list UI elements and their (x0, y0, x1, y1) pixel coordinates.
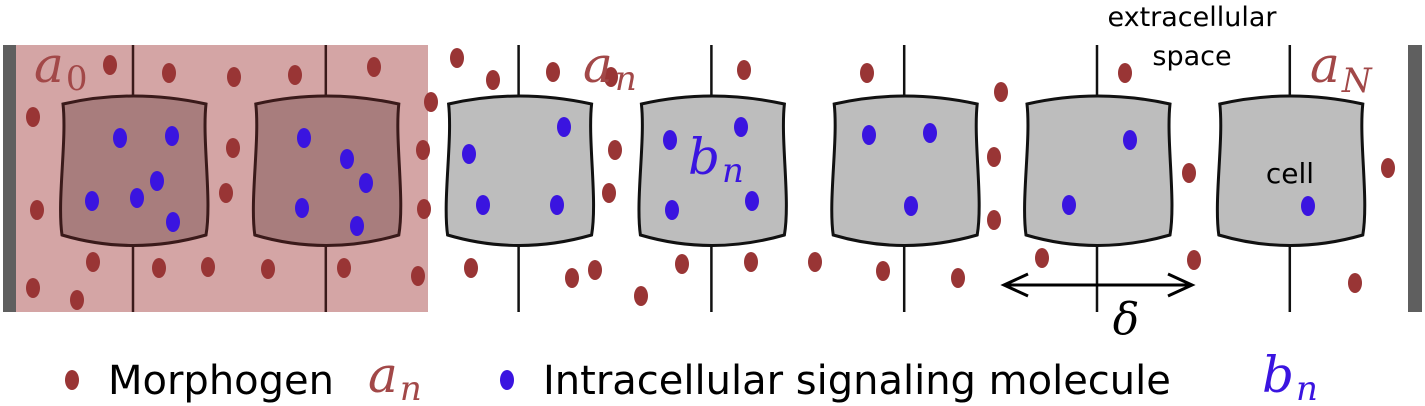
morphogen-molecule (565, 268, 579, 288)
signaling-molecule (350, 216, 364, 236)
cell-body (1023, 94, 1174, 247)
right-boundary-wall (1408, 45, 1422, 312)
morphogen-molecule (261, 259, 275, 279)
morphogen-molecule (219, 183, 233, 203)
morphogen-molecule (1182, 163, 1196, 183)
signaling-molecule (550, 195, 564, 215)
signaling-molecule (665, 200, 679, 220)
morphogen-molecule (417, 199, 431, 219)
signaling-molecule (1062, 195, 1076, 215)
signaling-molecule (734, 117, 748, 137)
signaling-molecule (862, 125, 876, 145)
morphogen-molecule (675, 254, 689, 274)
cell (1215, 45, 1367, 312)
morphogen-molecule (1118, 63, 1132, 83)
morphogen-molecule (1348, 273, 1362, 293)
morphogen-molecule (152, 258, 166, 278)
morphogen-molecule (737, 60, 751, 80)
morphogen-molecule (604, 67, 618, 87)
morphogen-molecule (367, 57, 381, 77)
signaling-molecule (557, 117, 571, 137)
cell-label: cell (1266, 157, 1314, 190)
morphogen-molecule (987, 210, 1001, 230)
signaling-molecule (923, 123, 937, 143)
label-an: an (583, 36, 637, 99)
morphogen-molecule (744, 252, 758, 272)
signaling-molecule (1123, 130, 1137, 150)
morphogen-molecule (546, 62, 560, 82)
morphogen-molecule (30, 200, 44, 220)
cell-body (1215, 94, 1367, 247)
morphogen-molecule (1381, 158, 1395, 178)
morphogen-molecule (464, 258, 478, 278)
morphogen-molecule (876, 261, 890, 281)
signaling-molecule (904, 196, 918, 216)
signaling-molecule (130, 188, 144, 208)
delta-label: δ (1113, 294, 1140, 345)
signaling-molecule (663, 130, 677, 150)
morphogen-molecule (486, 70, 500, 90)
signaling-molecule (297, 128, 311, 148)
cell-body (59, 94, 210, 247)
morphogen-molecule (634, 286, 648, 306)
morphogen-molecule (201, 257, 215, 277)
morphogen-molecule (1187, 250, 1201, 270)
morphogen-molecule (227, 67, 241, 87)
signaling-molecule (476, 195, 490, 215)
signaling-molecule (462, 144, 476, 164)
cell-body (251, 94, 403, 247)
cell (251, 45, 403, 312)
legend-signaling-symbol: bn (1262, 346, 1318, 406)
cell (1023, 45, 1174, 312)
morphogen-molecule (808, 252, 822, 272)
signaling-molecule (1301, 196, 1315, 216)
morphogen-molecule (411, 266, 425, 286)
morphogen-molecule (588, 260, 602, 280)
signaling-molecule (165, 126, 179, 146)
morphogen-molecule (608, 140, 622, 160)
extracellular-label-line1: extracellular (1107, 2, 1277, 33)
morphogen-molecule (103, 55, 117, 75)
morphogen-molecule (987, 147, 1001, 167)
morphogen-molecule (424, 92, 438, 112)
signaling-molecule (113, 128, 127, 148)
signaling-molecule (340, 149, 354, 169)
morphogen-molecule (1035, 248, 1049, 268)
legend-morphogen-label: Morphogen (108, 358, 334, 404)
signaling-molecule (359, 173, 373, 193)
morphogen-molecule (602, 183, 616, 203)
morphogen-molecule (450, 48, 464, 68)
label-aN: aN (1310, 36, 1373, 101)
morphogen-molecule (860, 63, 874, 83)
signaling-molecule (150, 171, 164, 191)
cell-body (444, 94, 596, 247)
morphogen-molecule (162, 63, 176, 83)
left-boundary-wall (3, 45, 16, 312)
legend-morphogen-symbol: an (368, 346, 422, 406)
legend-signaling-label: Intracellular signaling molecule (543, 358, 1171, 404)
morphogen-molecule (288, 65, 302, 85)
morphogen-molecule (26, 107, 40, 127)
extracellular-label-line2: space (1152, 41, 1231, 72)
spacing-arrow (1000, 272, 1196, 298)
signaling-molecule (85, 191, 99, 211)
signaling-molecule (745, 191, 759, 211)
label-bn: bn (688, 128, 744, 191)
morphogen-molecule (994, 82, 1008, 102)
label-a0: a0 (34, 36, 87, 99)
legend: Morphogen an Intracellular signaling mol… (65, 346, 1318, 406)
cell-body (830, 94, 981, 247)
signaling-molecule (295, 198, 309, 218)
morphogen-molecule (86, 252, 100, 272)
legend-signaling-dot (500, 370, 514, 390)
morphogen-molecule (226, 138, 240, 158)
morphogen-molecule (26, 278, 40, 298)
morphogen-molecule (337, 258, 351, 278)
morphogen-molecule (416, 140, 430, 160)
morphogen-molecule (951, 268, 965, 288)
signaling-molecule (166, 212, 180, 232)
legend-morphogen-dot (65, 370, 79, 390)
morphogen-molecule (70, 290, 84, 310)
